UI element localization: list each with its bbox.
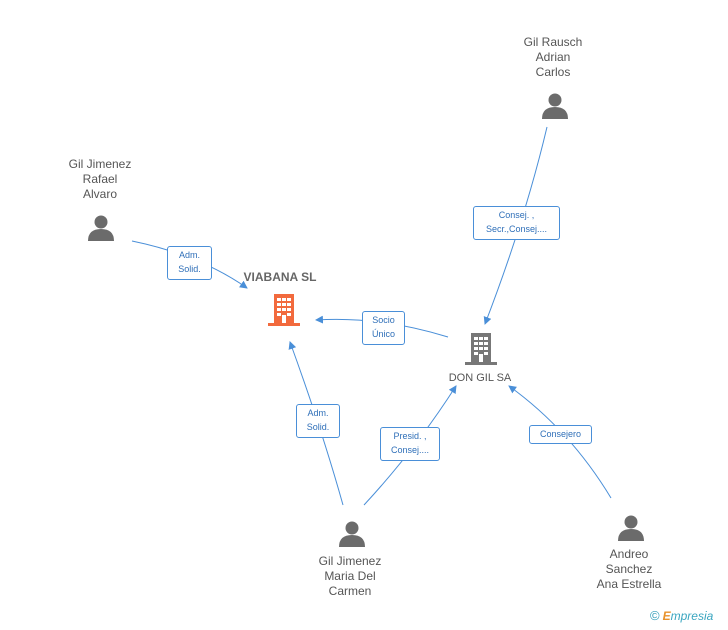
person-name-line: Maria Del [324, 569, 376, 583]
person-name-rausch[interactable]: Gil Rausch Adrian Carlos [503, 35, 603, 80]
person-name-line: Gil Jimenez [68, 157, 132, 171]
person-name-rafael[interactable]: Gil Jimenez Rafael Alvaro [50, 157, 150, 202]
person-name-line: Ana Estrella [596, 577, 662, 591]
person-name-line: Andreo [609, 547, 649, 561]
person-name-line: Carlos [535, 65, 571, 79]
relation-label-carmen-viabana[interactable]: Adm. Solid. [296, 404, 340, 438]
relation-line: Solid. [306, 422, 330, 432]
person-name-line: Adrian [535, 50, 571, 64]
person-name-line: Carmen [328, 584, 372, 598]
relation-line: Consejero [539, 429, 582, 439]
building-icon[interactable] [268, 292, 300, 326]
person-icon[interactable] [617, 513, 645, 541]
company-name-dongil[interactable]: DON GIL SA [448, 372, 512, 384]
copyright-symbol: © [650, 608, 660, 623]
relation-line: Presid. , [393, 431, 427, 441]
relation-line: Consej.... [390, 445, 430, 455]
relation-line: Solid. [178, 264, 201, 274]
person-name-carmen[interactable]: Gil Jimenez Maria Del Carmen [300, 554, 400, 599]
empresia-watermark: ©Empresia [650, 608, 713, 623]
person-name-andreo[interactable]: Andreo Sanchez Ana Estrella [580, 547, 678, 592]
person-name-line: Gil Rausch [523, 35, 583, 49]
relation-label-dongil-viabana[interactable]: Socio Único [362, 311, 405, 345]
person-icon[interactable] [541, 91, 569, 119]
relation-line: Adm. [307, 408, 329, 418]
person-name-line: Sanchez [605, 562, 653, 576]
relation-line: Adm. [178, 250, 200, 260]
building-icon[interactable] [465, 331, 497, 365]
person-icon[interactable] [338, 519, 366, 547]
person-name-line: Gil Jimenez [318, 554, 382, 568]
relation-label-rausch-dongil[interactable]: Consej. , Secr.,Consej.... [473, 206, 560, 240]
brand-name: mpresia [670, 609, 714, 623]
person-name-line: Rafael [82, 172, 118, 186]
company-name-viabana[interactable]: VIABANA SL [243, 270, 317, 284]
person-name-line: Alvaro [82, 187, 117, 201]
relation-label-carmen-dongil[interactable]: Presid. , Consej.... [380, 427, 440, 461]
relation-line: Consej. , [498, 210, 535, 220]
relation-label-rafael-viabana[interactable]: Adm. Solid. [167, 246, 212, 280]
brand-e: E [662, 609, 671, 623]
person-icon[interactable] [87, 213, 115, 241]
relation-line: Socio [372, 315, 395, 325]
relation-line: Único [371, 329, 395, 339]
relation-line: Secr.,Consej.... [485, 224, 548, 234]
relation-label-andreo-dongil[interactable]: Consejero [529, 425, 592, 444]
